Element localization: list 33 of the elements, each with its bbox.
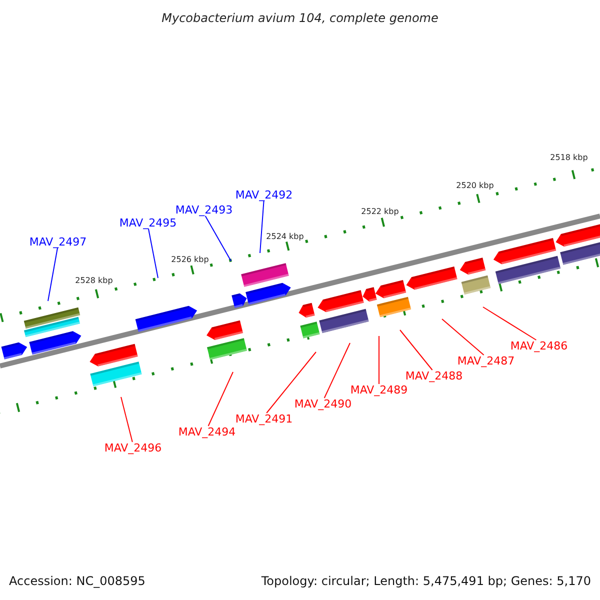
gene-label: MAV_2496 bbox=[104, 442, 162, 454]
map-title: Mycobacterium avium 104, complete genome bbox=[162, 12, 438, 24]
scale-label: 2522 kbp bbox=[361, 208, 399, 216]
gene-label: MAV_2489 bbox=[350, 384, 408, 396]
scale-label: 2524 kbp bbox=[266, 233, 304, 241]
gene-label: MAV_2495 bbox=[119, 218, 177, 228]
leader-line bbox=[482, 306, 537, 340]
scale-label: 2528 kbp bbox=[75, 277, 113, 285]
gene-label: MAV_2493 bbox=[175, 204, 233, 216]
scale-label: 2526 kbp bbox=[171, 256, 209, 264]
gene-label: MAV_2490 bbox=[294, 398, 352, 410]
leader-line bbox=[204, 216, 232, 262]
leader-line bbox=[48, 248, 58, 302]
genome-info-text: Topology: circular; Length: 5,475,491 bp; Genes: 5,170 bbox=[261, 575, 591, 587]
leader-line bbox=[400, 330, 433, 370]
leader-line bbox=[378, 336, 380, 384]
gene-label: MAV_2491 bbox=[235, 414, 293, 424]
leader-line bbox=[120, 396, 133, 442]
gene-label: MAV_2486 bbox=[510, 340, 568, 352]
gene-label: MAV_2487 bbox=[457, 356, 515, 366]
gene-label: MAV_2492 bbox=[235, 190, 293, 200]
gene-label: MAV_2494 bbox=[178, 426, 236, 438]
leader-line bbox=[260, 200, 264, 254]
gene-label: MAV_2488 bbox=[405, 370, 463, 382]
leader-line bbox=[324, 342, 350, 398]
accession-text: Accession: NC_008595 bbox=[9, 575, 146, 587]
leader-line bbox=[148, 228, 158, 278]
leader-line bbox=[266, 352, 316, 414]
leader-line bbox=[208, 372, 234, 426]
scale-label: 2520 kbp bbox=[456, 182, 494, 190]
gene-label: MAV_2497 bbox=[29, 236, 87, 248]
leader-line bbox=[442, 318, 484, 356]
scale-label: 2518 kbp bbox=[550, 154, 588, 162]
